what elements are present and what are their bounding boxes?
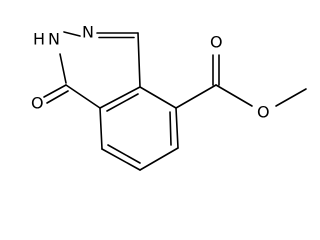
bond-c8a-c4a-inner <box>106 93 139 112</box>
bond-c8a-c4a <box>99 86 141 109</box>
bond-c7-c8-double <box>107 144 141 164</box>
bond-n2-c1 <box>59 53 67 84</box>
atom-o-ester-link: O <box>257 103 270 122</box>
atom-nh-n: N <box>48 30 60 49</box>
molecule-diagram: N H N O O O <box>31 23 307 171</box>
atom-nh-h: H <box>33 30 45 49</box>
bond-c5-c6-double <box>169 111 172 146</box>
bond-c5-cester <box>175 84 217 109</box>
bond-cester-o-link <box>215 84 253 107</box>
bond-c1-o-double <box>46 90 69 104</box>
bond-n3-n2 <box>63 31 81 37</box>
atom-n-imine: N <box>82 23 94 42</box>
bond-c4a-c4 <box>137 32 141 88</box>
bond-c1-c8a <box>65 84 101 109</box>
bond-c4a-c5 <box>139 86 177 109</box>
bond-c7-c8 <box>101 148 141 171</box>
bond-c1-o <box>43 84 67 98</box>
bond-o-methyl <box>275 88 307 107</box>
atom-o-carbonyl: O <box>31 94 44 113</box>
atom-o-ester-carbonyl: O <box>210 33 223 52</box>
bond-c5-c6 <box>175 107 179 149</box>
bond-c6-c7 <box>139 147 179 171</box>
bond-c8-c8a <box>99 107 103 150</box>
